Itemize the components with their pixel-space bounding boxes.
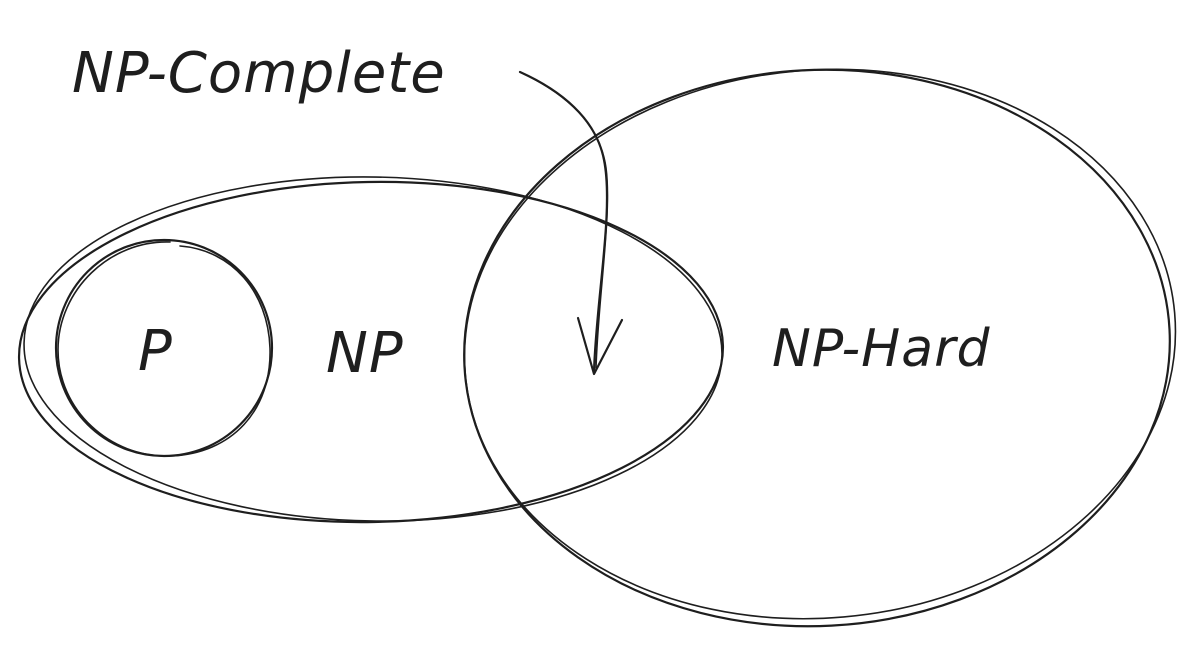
p-set — [54, 238, 274, 458]
p-label: P — [138, 319, 173, 384]
np-label: NP — [326, 321, 404, 386]
np-set — [17, 176, 725, 524]
np-hard-set — [463, 68, 1177, 628]
np-hard-label: NP-Hard — [772, 319, 991, 379]
np-complete-label: NP-Complete — [72, 41, 446, 106]
np-complete-arrow — [518, 70, 624, 376]
